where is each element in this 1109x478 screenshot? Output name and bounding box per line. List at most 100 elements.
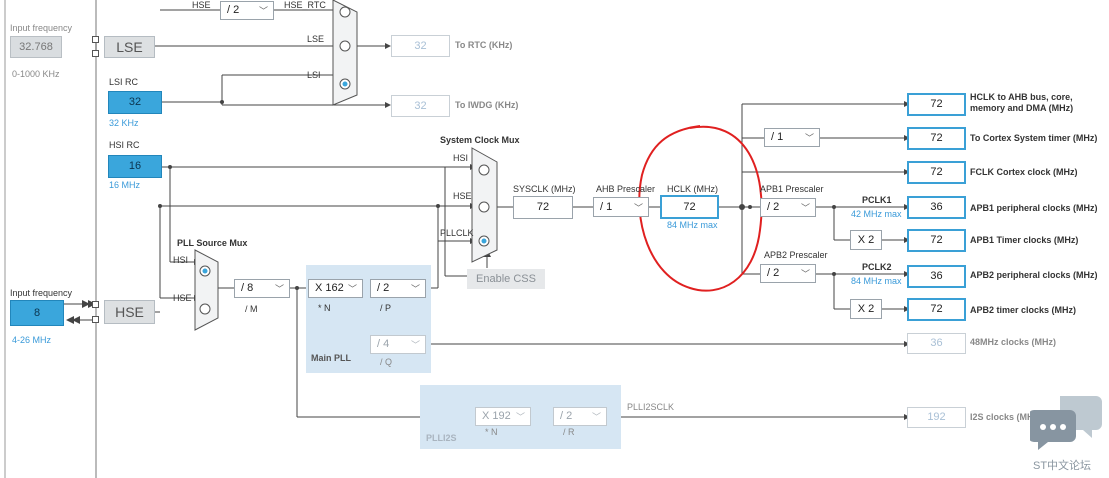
hsi-rc-freq: 16 MHz — [109, 180, 141, 190]
fclk-output: 72 — [907, 161, 966, 184]
lse-connector-top — [92, 36, 99, 43]
apb1-timer-output: 72 — [907, 229, 966, 252]
chevron-down-icon: ﹀ — [515, 412, 525, 422]
pll-q-divider[interactable]: / 4﹀ — [370, 335, 426, 354]
pclk1-max: 42 MHz max — [851, 209, 902, 219]
pll-m-label: / M — [245, 304, 258, 314]
plli2s-panel-label: PLLI2S — [426, 433, 457, 443]
input-freq-top-field[interactable]: 32.768 — [10, 36, 62, 58]
hclk-input[interactable]: 72 — [660, 195, 719, 219]
lsi-rc-value: 32 — [108, 91, 162, 114]
input-freq-bottom-range: 4-26 MHz — [12, 335, 52, 345]
chevron-down-icon: ﹀ — [347, 284, 357, 294]
hclk-ahb-output: 72 — [907, 93, 966, 116]
hse-connector-bottom — [92, 316, 99, 323]
chevron-down-icon: ﹀ — [804, 133, 814, 143]
rtc-hse-label: HSE — [192, 0, 211, 10]
ahb-prescaler[interactable]: / 1﹀ — [593, 197, 649, 217]
lse-button[interactable]: LSE — [104, 36, 155, 58]
sysmux-hsi-label: HSI — [453, 153, 469, 163]
to-iwdg-label: To IWDG (KHz) — [455, 100, 519, 110]
apb2-timer-output: 72 — [907, 298, 966, 321]
chevron-down-icon: ﹀ — [800, 269, 810, 279]
plli2s-r-divider[interactable]: / 2﹀ — [553, 407, 607, 426]
plli2s-n-label: * N — [485, 427, 498, 437]
usb-48mhz-label: 48MHz clocks (MHz) — [970, 337, 1057, 347]
lsi-rc-label: LSI RC — [109, 77, 139, 87]
rtc-output-value: 32 — [391, 35, 450, 57]
input-freq-bottom-label: Input frequency — [10, 288, 73, 298]
lsi-rc-freq: 32 KHz — [109, 118, 139, 128]
rtc-lse-label: LSE — [307, 34, 325, 44]
apb2-prescaler[interactable]: / 2﹀ — [760, 264, 816, 283]
pll-n-multiplier[interactable]: X 162﹀ — [308, 279, 363, 298]
pclk1-label: PCLK1 — [862, 195, 892, 205]
apb1-timer-label: APB1 Timer clocks (MHz) — [970, 235, 1079, 245]
apb2-peripheral-output: 36 — [907, 265, 966, 288]
fclk-label: FCLK Cortex clock (MHz) — [970, 167, 1078, 177]
hse-rtc-label: HSE_RTC — [284, 0, 326, 10]
input-freq-top-label: Input frequency — [10, 23, 73, 33]
hse-button[interactable]: HSE — [104, 300, 155, 324]
main-pll-label: Main PLL — [311, 353, 351, 363]
apb2-timer-label: APB2 timer clocks (MHz) — [970, 305, 1077, 315]
hclk-ahb-label: HCLK to AHB bus, core, memory and DMA (M… — [970, 92, 1074, 113]
pclk2-max: 84 MHz max — [851, 276, 902, 286]
apb1-peripheral-output: 36 — [907, 196, 966, 219]
rtc-mux — [332, 0, 358, 106]
plli2sclk-label: PLLI2SCLK — [627, 402, 675, 412]
apb1-peripheral-label: APB1 peripheral clocks (MHz) — [970, 203, 1098, 213]
apb1-prescaler[interactable]: / 2﹀ — [760, 198, 816, 217]
apb1-timer-multiplier: X 2 — [850, 230, 882, 250]
sysclk-value: 72 — [513, 196, 573, 219]
i2s-output: 192 — [907, 407, 966, 428]
input-freq-top-range: 0-1000 KHz — [12, 69, 60, 79]
hsi-rc-label: HSI RC — [109, 140, 140, 150]
sysclk-label: SYSCLK (MHz) — [513, 184, 576, 194]
plli2s-r-label: / R — [563, 427, 575, 437]
pll-mux-hse-label: HSE — [173, 293, 192, 303]
sysmux-pllclk-label: PLLCLK — [440, 228, 474, 238]
pclk2-label: PCLK2 — [862, 262, 892, 272]
chevron-down-icon: ﹀ — [258, 6, 268, 16]
apb2-peripheral-label: APB2 peripheral clocks (MHz) — [970, 270, 1098, 280]
hse-connector-top — [92, 301, 99, 308]
cortex-timer-output: 72 — [907, 127, 966, 150]
chevron-down-icon: ﹀ — [633, 203, 643, 213]
apb2-prescaler-label: APB2 Prescaler — [764, 250, 828, 260]
plli2s-n-multiplier[interactable]: X 192﹀ — [475, 407, 531, 426]
input-freq-bottom-field[interactable]: 8 — [10, 300, 64, 326]
cortex-timer-label: To Cortex System timer (MHz) — [970, 133, 1098, 143]
pll-source-mux — [194, 249, 219, 331]
pll-n-label: * N — [318, 303, 331, 313]
chevron-down-icon: ﹀ — [410, 284, 420, 294]
rtc-lsi-label: LSI — [307, 70, 321, 80]
pll-p-divider[interactable]: / 2﹀ — [370, 279, 426, 298]
pll-p-label: / P — [380, 303, 392, 313]
hsi-rc-value: 16 — [108, 155, 162, 178]
iwdg-output-value: 32 — [391, 95, 450, 117]
pll-m-divider[interactable]: / 8﹀ — [234, 279, 290, 298]
red-annotation-circle — [638, 125, 763, 292]
cortex-timer-divider[interactable]: / 1﹀ — [764, 128, 820, 147]
chevron-down-icon: ﹀ — [591, 412, 601, 422]
pll-q-label: / Q — [380, 357, 393, 367]
usb-48mhz-output: 36 — [907, 333, 966, 354]
to-rtc-label: To RTC (KHz) — [455, 40, 513, 50]
hclk-max: 84 MHz max — [667, 220, 718, 230]
pll-mux-hsi-label: HSI — [173, 255, 189, 265]
chevron-down-icon: ﹀ — [410, 340, 420, 350]
enable-css-button[interactable]: Enable CSS — [467, 269, 545, 289]
chat-bubble-icon — [1030, 396, 1102, 450]
chevron-down-icon: ﹀ — [800, 203, 810, 213]
hclk-label: HCLK (MHz) — [667, 184, 718, 194]
lse-connector-bottom — [92, 50, 99, 57]
apb2-timer-multiplier: X 2 — [850, 299, 882, 319]
watermark-text: ST中文论坛 — [1033, 460, 1092, 472]
ahb-prescaler-label: AHB Prescaler — [596, 184, 656, 194]
i2s-label: I2S clocks (MHz) — [970, 412, 1042, 422]
apb1-prescaler-label: APB1 Prescaler — [760, 184, 824, 194]
hse-rtc-divider[interactable]: / 2﹀ — [220, 1, 274, 20]
chevron-down-icon: ﹀ — [274, 284, 284, 294]
pll-source-mux-label: PLL Source Mux — [177, 238, 248, 248]
